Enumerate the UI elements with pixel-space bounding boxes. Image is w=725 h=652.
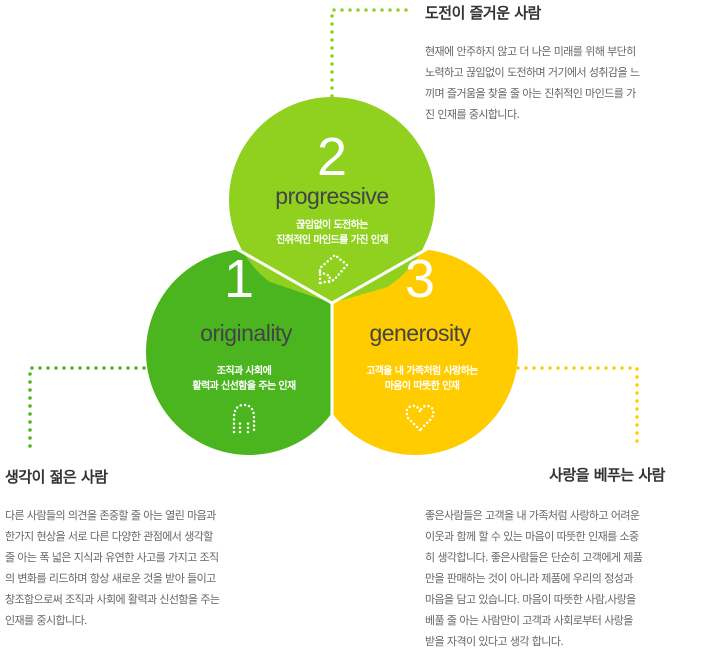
divider-lines	[199, 226, 465, 470]
body-line: 만을 판매하는 것이 아니라 제품에 우리의 정성과	[425, 572, 633, 585]
circle-originality	[146, 249, 332, 455]
body-line: 마음을 담고 있습니다. 마음이 따뜻한 사람,사랑을	[425, 593, 636, 606]
body-line: 받을 자격이 있다고 생각 합니다.	[425, 635, 564, 648]
body-line: 한가지 현상을 서로 다른 다양한 관점에서 생각할	[5, 530, 213, 543]
caption-progressive: 끊임없이 도전하는 진취적인 마인드를 가진 인재	[232, 218, 432, 248]
block-title: 사랑을 베푸는 사람	[549, 466, 665, 484]
connector-generosity	[516, 366, 639, 448]
block-body: 현재에 안주하지 않고 더 나은 미래를 위해 부단히 노력하고 끊임없이 도전…	[425, 41, 695, 125]
arch-icon	[232, 403, 256, 434]
caption-line: 조직과 사회에	[216, 366, 272, 377]
connector-originality	[28, 366, 148, 448]
caption-line: 활력과 신선함을 주는 인재	[192, 381, 296, 392]
body-line: 줄 아는 폭 넓은 지식과 유연한 사고를 가지고 조직	[5, 551, 219, 564]
heart-icon	[405, 404, 435, 432]
caption-line: 마음이 따뜻한 인재	[384, 381, 460, 392]
block-title: 도전이 즐거운 사람	[425, 4, 541, 22]
body-line: 다른 사람들의 의견을 존중할 줄 아는 열린 마음과	[5, 509, 216, 522]
body-line: 이웃과 함께 할 수 있는 마음이 따뜻한 인재를 소중	[425, 530, 639, 543]
number-generosity: 3	[405, 249, 436, 309]
caption-generosity: 고객을 내 가족처럼 사랑하는 마음이 따뜻한 인재	[322, 364, 522, 394]
word-generosity: generosity	[369, 320, 471, 346]
block-title: 생각이 젊은 사람	[5, 468, 108, 486]
number-progressive: 2	[317, 127, 348, 187]
body-line: 히 생각합니다. 좋은사람들은 단순히 고객에게 제품	[425, 551, 643, 564]
word-originality: originality	[200, 320, 292, 346]
block-progressive: 도전이 즐거운 사람 현재에 안주하지 않고 더 나은 미래를 위해 부단히 노…	[425, 2, 695, 125]
block-body: 좋은사람들은 고객을 내 가족처럼 사랑하고 어려운 이웃과 함께 할 수 있는…	[425, 505, 665, 652]
block-body: 다른 사람들의 의견을 존중할 줄 아는 열린 마음과 한가지 현상을 서로 다…	[5, 505, 265, 631]
circle-generosity	[332, 249, 518, 455]
body-line: 의 변화를 리드하며 항상 새로운 것을 받아 들이고	[5, 572, 216, 585]
block-generosity: 사랑을 베푸는 사람 좋은사람들은 고객을 내 가족처럼 사랑하고 어려운 이웃…	[425, 464, 666, 652]
caption-originality: 조직과 사회에 활력과 신선함을 주는 인재	[144, 364, 344, 394]
body-line: 진 인재를 중시합니다.	[425, 108, 520, 121]
body-line: 인재를 중시합니다.	[5, 614, 88, 627]
number-originality: 1	[224, 249, 255, 309]
body-line: 현재에 안주하지 않고 더 나은 미래를 위해 부단히	[425, 45, 636, 58]
body-line: 창조함으로써 조직과 사회에 활력과 신선함을 주는	[5, 593, 220, 606]
body-line: 좋은사람들은 고객을 내 가족처럼 사랑하고 어려운	[425, 509, 640, 522]
word-progressive: progressive	[275, 183, 389, 209]
pencil-icon	[318, 253, 349, 285]
caption-line: 끊임없이 도전하는	[296, 220, 368, 231]
block-originality: 생각이 젊은 사람 다른 사람들의 의견을 존중할 줄 아는 열린 마음과 한가…	[5, 466, 265, 631]
circle-progressive	[229, 97, 435, 303]
body-line: 베풀 줄 아는 사람만이 고객과 사회로부터 사랑을	[425, 614, 633, 627]
body-line: 노력하고 끊임없이 도전하며 거기에서 성취감을 느	[425, 66, 640, 79]
body-line: 끼며 즐거움을 찾을 줄 아는 진취적인 마인드를 가	[425, 87, 636, 100]
caption-line: 고객을 내 가족처럼 사랑하는	[366, 366, 478, 377]
caption-line: 진취적인 마인드를 가진 인재	[276, 235, 388, 246]
